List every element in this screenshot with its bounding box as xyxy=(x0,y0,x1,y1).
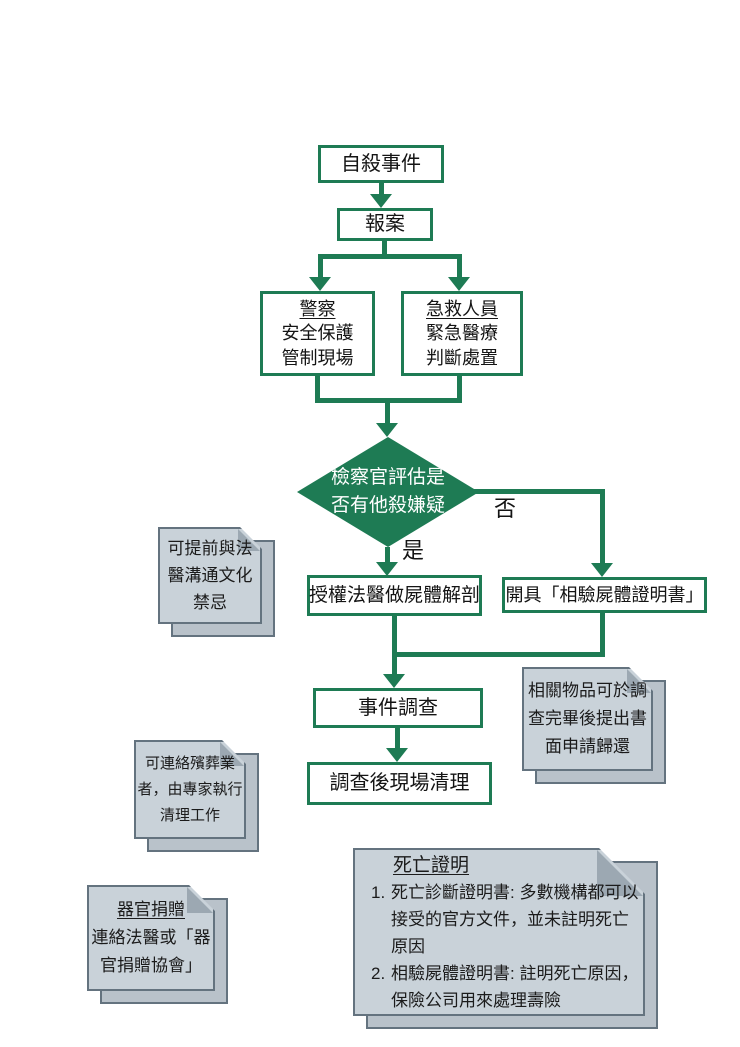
connector-line xyxy=(318,254,462,259)
note-front-sheet: 器官捐贈 連絡法醫或「器 官捐贈協會」 xyxy=(87,885,215,991)
note-line: 清理工作 xyxy=(159,806,220,824)
note-front-sheet: 可連絡殯葬業 者，由專家執行 清理工作 xyxy=(134,740,246,839)
flow-node-title: 警察 xyxy=(299,299,336,320)
note-line: 官捐贈協會」 xyxy=(100,956,202,975)
branch-label-yes: 是 xyxy=(402,538,425,563)
flow-node-ems: 急救人員 緊急醫療 判斷處置 xyxy=(401,291,523,376)
connector-line xyxy=(385,398,390,425)
flow-node-title: 急救人員 xyxy=(426,299,498,320)
note-death-certificate: 死亡證明 1. 死亡診斷證明書: 多數機構都可以 接受的官方文件，並未註明死亡 … xyxy=(353,848,660,1031)
arrow-down-icon xyxy=(370,194,392,208)
note-list-item: 1. 死亡診斷證明書: 多數機構都可以 接受的官方文件，並未註明死亡 原因 xyxy=(371,879,638,960)
connector-line xyxy=(318,254,323,279)
note-line: 接受的官方文件，並未註明死亡 xyxy=(391,910,629,929)
connector-line xyxy=(600,612,605,657)
note-line: 者，由專家執行 xyxy=(137,780,243,798)
flow-node-certificate: 開具「相驗屍體證明書」 xyxy=(502,577,707,613)
flow-node-line: 緊急醫療 xyxy=(426,323,498,344)
connector-line xyxy=(379,182,384,196)
arrow-down-icon xyxy=(376,562,398,576)
connector-line xyxy=(395,727,400,750)
flow-node-label: 授權法醫做屍體解剖 xyxy=(309,584,481,606)
arrow-down-icon xyxy=(386,748,408,762)
note-line: 保險公司用來處理壽險 xyxy=(391,991,561,1010)
flow-node-label: 調查後現場清理 xyxy=(329,772,470,794)
note-line: 面申請歸還 xyxy=(545,737,630,756)
note-line: 死亡診斷證明書: 多數機構都可以 xyxy=(391,883,639,902)
connector-line xyxy=(457,254,462,279)
flow-node-label: 自殺事件 xyxy=(341,152,421,175)
connector-line xyxy=(457,376,462,403)
flow-node-label: 開具「相驗屍體證明書」 xyxy=(505,584,704,605)
note-front-sheet: 可提前與法 醫溝通文化 禁忌 xyxy=(158,527,262,624)
note-line: 原因 xyxy=(391,937,425,956)
note-front-sheet: 相關物品可於調 查完畢後提出書 面申請歸還 xyxy=(522,667,653,771)
connector-line xyxy=(470,489,605,494)
note-line: 連絡法醫或「器 xyxy=(91,928,211,947)
flow-node-line: 安全保護 xyxy=(281,323,354,344)
note-funeral: 可連絡殯葬業 者，由專家執行 清理工作 xyxy=(134,740,261,854)
connector-line xyxy=(385,547,390,564)
flow-node-line: 管制現場 xyxy=(281,347,354,368)
note-line: 查完畢後提出書 xyxy=(528,709,647,728)
flow-decision-prosecutor: 檢察官評估是 否有他殺嫌疑 xyxy=(297,437,479,547)
connector-line xyxy=(315,376,320,403)
arrow-down-icon xyxy=(448,277,470,291)
connector-line xyxy=(600,489,605,565)
note-line: 相驗屍體證明書: 註明死亡原因， xyxy=(391,964,639,983)
flow-node-investigation: 事件調查 xyxy=(313,688,483,728)
connector-line xyxy=(392,616,397,657)
note-line: 醫溝通文化 xyxy=(167,566,253,585)
flow-decision-line: 檢察官評估是 xyxy=(330,467,445,488)
arrow-down-icon xyxy=(309,277,331,291)
flow-node-label: 事件調查 xyxy=(358,696,438,719)
connector-line xyxy=(392,657,397,676)
branch-label-no: 否 xyxy=(494,496,517,521)
note-line: 可提前與法 xyxy=(167,539,253,558)
note-list-item: 2. 相驗屍體證明書: 註明死亡原因， 保險公司用來處理壽險 xyxy=(371,960,638,1014)
note-line: 禁忌 xyxy=(193,593,227,612)
note-title: 死亡證明 xyxy=(393,855,470,876)
note-front-sheet: 死亡證明 1. 死亡診斷證明書: 多數機構都可以 接受的官方文件，並未註明死亡 … xyxy=(353,848,645,1016)
note-title: 器官捐贈 xyxy=(117,900,185,919)
flow-node-line: 判斷處置 xyxy=(426,347,498,368)
note-items-return: 相關物品可於調 查完畢後提出書 面申請歸還 xyxy=(522,667,668,786)
flow-decision-line: 否有他殺嫌疑 xyxy=(330,495,445,516)
flow-node-cleanup: 調查後現場清理 xyxy=(307,762,492,805)
note-line: 相關物品可於調 xyxy=(528,681,647,700)
arrow-down-icon xyxy=(591,563,613,577)
connector-line xyxy=(392,652,605,657)
list-number: 2. xyxy=(371,964,386,983)
arrow-down-icon xyxy=(376,423,398,437)
note-item-lines: 死亡診斷證明書: 多數機構都可以 接受的官方文件，並未註明死亡 原因 xyxy=(391,879,638,960)
flow-node-suicide-event: 自殺事件 xyxy=(318,145,444,183)
flow-node-police: 警察 安全保護 管制現場 xyxy=(260,291,375,376)
note-organ-donation: 器官捐贈 連絡法醫或「器 官捐贈協會」 xyxy=(87,885,230,1006)
list-number: 1. xyxy=(371,883,386,902)
note-item-lines: 相驗屍體證明書: 註明死亡原因， 保險公司用來處理壽險 xyxy=(391,960,638,1014)
flow-node-report: 報案 xyxy=(337,208,433,241)
note-culture: 可提前與法 醫溝通文化 禁忌 xyxy=(158,527,277,639)
note-line: 可連絡殯葬業 xyxy=(144,754,235,772)
flow-node-label: 報案 xyxy=(365,213,405,235)
connector-line xyxy=(382,241,387,257)
arrow-down-icon xyxy=(383,674,405,688)
flow-node-autopsy: 授權法醫做屍體解剖 xyxy=(307,575,482,616)
